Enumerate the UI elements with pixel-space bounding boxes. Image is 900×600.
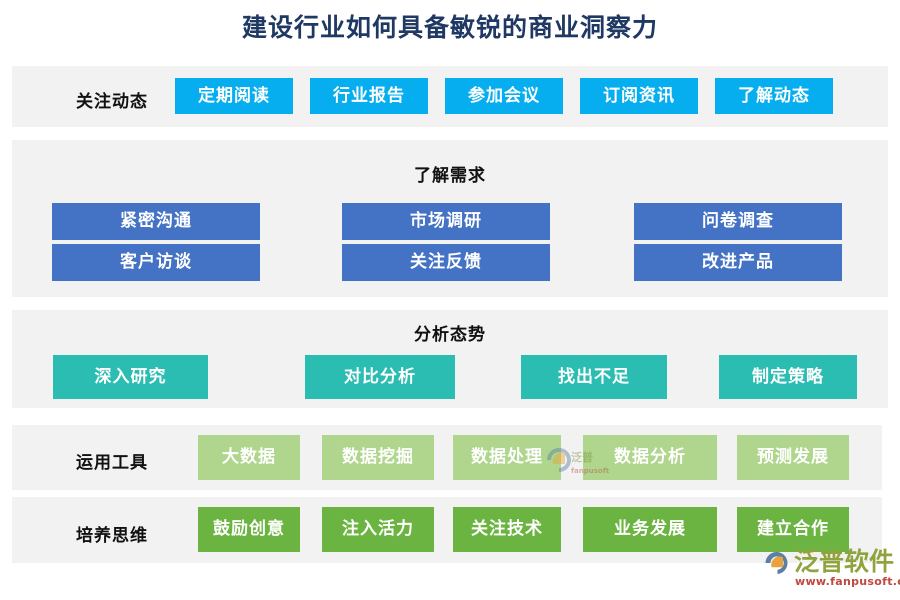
- chip-cultivate-thinking-2[interactable]: 注入活力: [322, 507, 434, 552]
- chip-cultivate-thinking-1[interactable]: 鼓励创意: [198, 507, 300, 552]
- brand-url: www.fanpusoft.com: [795, 575, 900, 588]
- section-cultivate-thinking: 培养思维 鼓励创意 注入活力 关注技术 业务发展 建立合作: [12, 497, 882, 563]
- chip-analyze-situation-1[interactable]: 深入研究: [53, 355, 208, 399]
- section-label-follow-trends: 关注动态: [76, 92, 148, 112]
- chip-use-tools-3[interactable]: 数据处理: [453, 435, 561, 480]
- chip-analyze-situation-4[interactable]: 制定策略: [719, 355, 857, 399]
- chip-understand-needs-r1-3[interactable]: 问卷调查: [634, 203, 842, 240]
- chip-follow-trends-3[interactable]: 参加会议: [445, 78, 563, 114]
- chip-follow-trends-5[interactable]: 了解动态: [715, 78, 833, 114]
- page-title: 建设行业如何具备敏锐的商业洞察力: [241, 13, 658, 42]
- chip-cultivate-thinking-3[interactable]: 关注技术: [453, 507, 561, 552]
- section-label-use-tools: 运用工具: [76, 453, 148, 473]
- chip-use-tools-1[interactable]: 大数据: [198, 435, 300, 480]
- chip-understand-needs-r1-1[interactable]: 紧密沟通: [52, 203, 260, 240]
- chip-use-tools-4[interactable]: 数据分析: [583, 435, 717, 480]
- chip-understand-needs-r2-1[interactable]: 客户访谈: [52, 244, 260, 281]
- chip-use-tools-5[interactable]: 预测发展: [737, 435, 849, 480]
- section-understand-needs: 了解需求 紧密沟通 市场调研 问卷调查 客户访谈 关注反馈 改进产品: [12, 140, 888, 297]
- section-label-cultivate-thinking: 培养思维: [76, 526, 148, 546]
- chip-analyze-situation-2[interactable]: 对比分析: [305, 355, 455, 399]
- section-use-tools: 运用工具 大数据 数据挖掘 数据处理 数据分析 预测发展: [12, 425, 882, 490]
- section-heading-analyze-situation: 分析态势: [414, 325, 486, 345]
- chip-follow-trends-2[interactable]: 行业报告: [310, 78, 428, 114]
- section-heading-understand-needs: 了解需求: [414, 166, 486, 186]
- chip-analyze-situation-3[interactable]: 找出不足: [521, 355, 667, 399]
- chip-use-tools-2[interactable]: 数据挖掘: [322, 435, 434, 480]
- section-follow-trends: 关注动态 定期阅读 行业报告 参加会议 订阅资讯 了解动态: [12, 66, 888, 127]
- chip-follow-trends-1[interactable]: 定期阅读: [175, 78, 293, 114]
- chip-understand-needs-r1-2[interactable]: 市场调研: [342, 203, 550, 240]
- chip-understand-needs-r2-2[interactable]: 关注反馈: [342, 244, 550, 281]
- chip-understand-needs-r2-3[interactable]: 改进产品: [634, 244, 842, 281]
- chip-cultivate-thinking-5[interactable]: 建立合作: [737, 507, 849, 552]
- section-analyze-situation: 分析态势 深入研究 对比分析 找出不足 制定策略: [12, 310, 888, 408]
- chip-follow-trends-4[interactable]: 订阅资讯: [580, 78, 698, 114]
- chip-cultivate-thinking-4[interactable]: 业务发展: [583, 507, 717, 552]
